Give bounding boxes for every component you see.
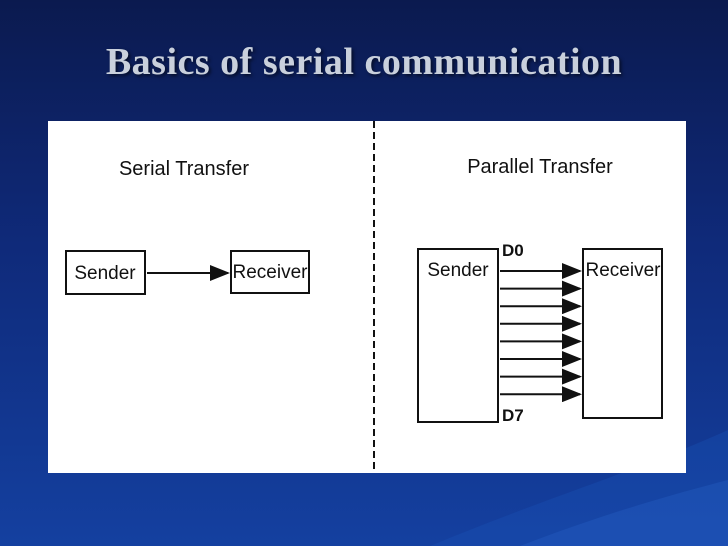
serial-receiver-label: Receiver [233,262,309,283]
parallel-data-lines [500,263,582,403]
line-label-d0: D0 [502,241,524,260]
serial-sender-box [65,250,146,295]
serial-receiver-box [230,250,310,294]
transfer-diagram: Serial Transfer Sender Receiver Parallel… [65,121,663,473]
line-label-d7: D7 [502,406,524,425]
parallel-sender-box [417,248,499,423]
parallel-heading: Parallel Transfer [467,156,613,178]
diagram-panel: Serial Transfer Sender Receiver Parallel… [48,121,686,473]
slide-title: Basics of serial communication [105,41,623,83]
serial-heading: Serial Transfer [119,158,249,180]
parallel-receiver-label: Receiver [586,260,662,281]
parallel-sender-label: Sender [427,260,489,281]
serial-sender-label: Sender [74,263,136,284]
parallel-receiver-box [582,248,663,419]
